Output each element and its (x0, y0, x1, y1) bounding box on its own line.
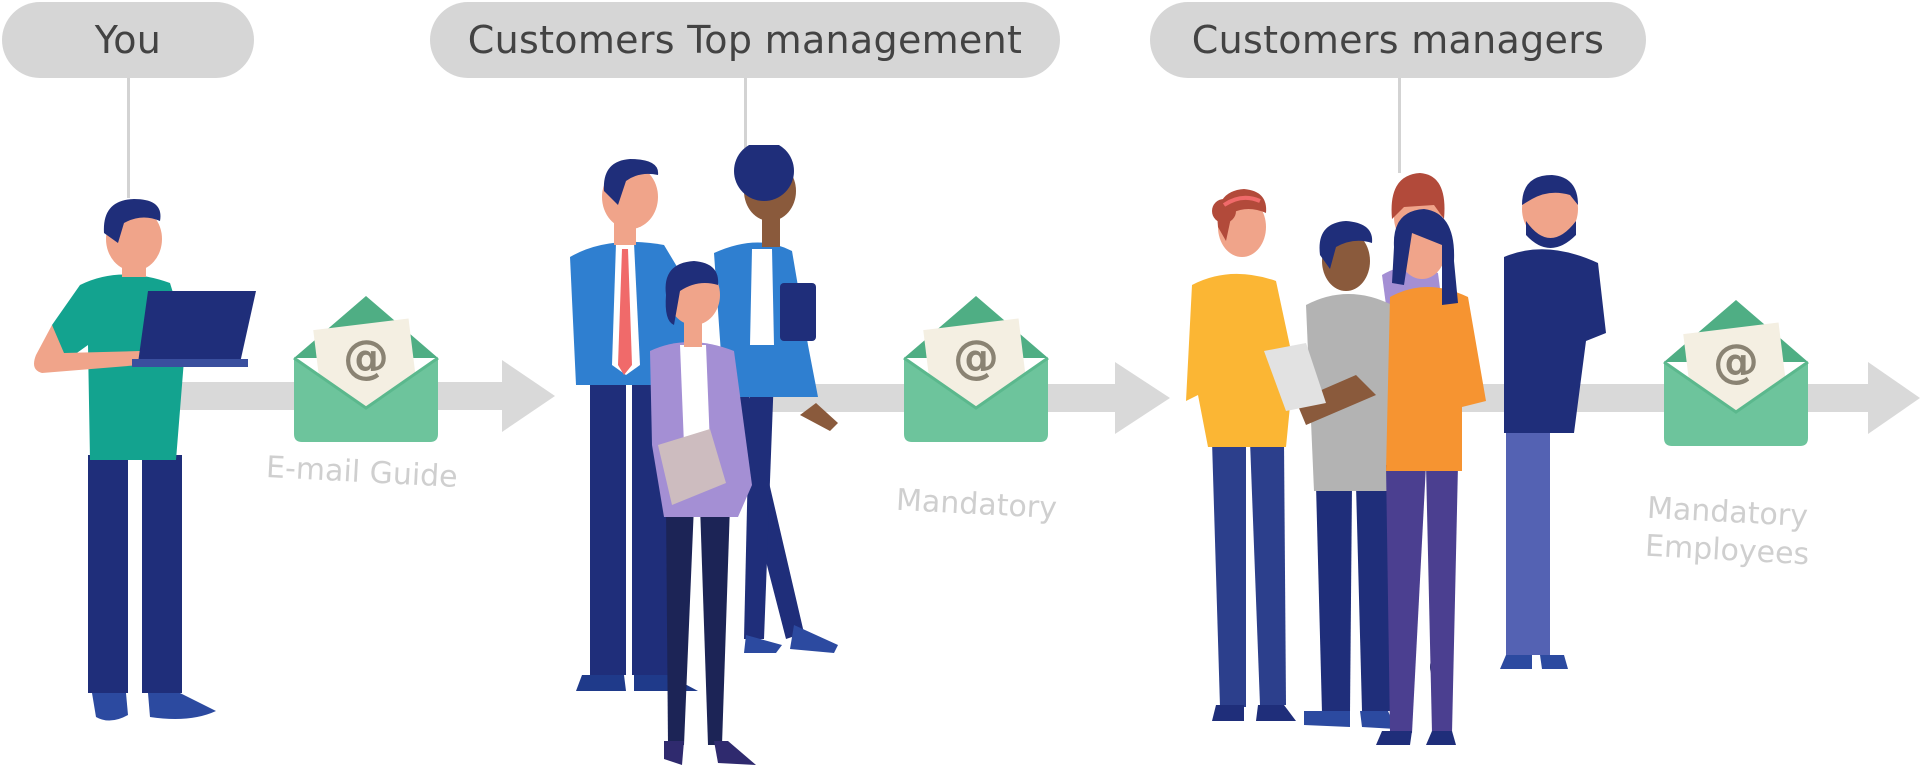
envelope-icon: @ (1658, 300, 1814, 450)
stage-label-managers: Customers managers (1150, 2, 1646, 78)
stage-label-top-management: Customers Top management (430, 2, 1060, 78)
caption-mandatory-employees: Mandatory Employees (1644, 490, 1812, 574)
at-symbol: @ (953, 330, 999, 384)
connector-line (744, 78, 747, 153)
caption-email-guide: E-mail Guide (265, 449, 458, 497)
person-with-laptop-illustration (34, 199, 256, 721)
envelope-icon: @ (288, 296, 444, 446)
at-symbol: @ (343, 330, 389, 384)
envelope-icon: @ (898, 296, 1054, 446)
stage-label-text: Customers managers (1191, 18, 1605, 62)
tablet-icon (780, 283, 816, 341)
laptop-icon (132, 291, 256, 367)
clipboard-icon (658, 429, 726, 505)
stage-label-text: Customers Top management (467, 18, 1023, 62)
stage-label-you: You (2, 2, 254, 78)
caption-line: E-mail Guide (265, 450, 459, 495)
stage-label-text: You (94, 18, 162, 62)
connector-line (1398, 78, 1401, 173)
managers-group-illustration (1186, 173, 1606, 745)
caption-line: Employees (1644, 528, 1811, 573)
at-symbol: @ (1713, 334, 1759, 388)
connector-line (127, 78, 130, 198)
clipboard-icon (1264, 343, 1326, 411)
top-management-group-illustration (570, 145, 838, 765)
